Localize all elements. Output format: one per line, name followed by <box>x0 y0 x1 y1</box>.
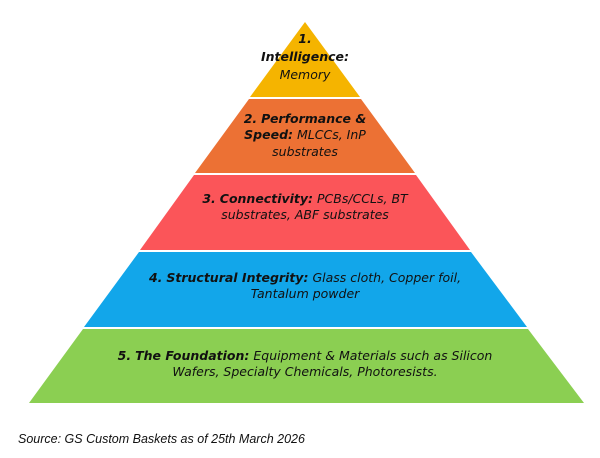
layer-4-shape <box>84 252 527 327</box>
layer-3-number: 3. <box>202 191 216 206</box>
layer-5-title: The Foundation: <box>135 348 250 363</box>
layer-4-title: Structural Integrity: <box>166 270 309 285</box>
layer-2-label: 2. Performance & Speed: MLCCs, InP subst… <box>232 111 378 160</box>
layer-5-label: 5. The Foundation: Equipment & Materials… <box>110 348 500 381</box>
layer-1-number: 1. <box>298 31 312 46</box>
layer-1-shape <box>250 22 360 97</box>
layer-4-number: 4. <box>148 270 163 285</box>
layer-5-number: 5. <box>117 348 132 363</box>
layer-1-label: 1. Intelligence: Memory <box>250 30 360 84</box>
layer-3-description: PCBs/CCLs, BT substrates, ABF substrates <box>221 191 408 223</box>
layer-2-description: MLCCs, InP substrates <box>272 127 366 159</box>
source-caption: Source: GS Custom Baskets as of 25th Mar… <box>18 432 305 446</box>
layer-5-shape <box>29 329 584 403</box>
layer-5-description: Equipment & Materials such as Silicon Wa… <box>172 348 493 380</box>
layer-2-number: 2. <box>243 111 258 126</box>
layer-4-label: 4. Structural Integrity: Glass cloth, Co… <box>130 270 480 303</box>
layer-3-label: 3. Connectivity: PCBs/CCLs, BT substrate… <box>170 191 440 224</box>
layer-3-title: Connectivity: <box>219 191 314 206</box>
layer-2-title: Performance & Speed: <box>244 111 367 143</box>
layer-1-title: Intelligence: <box>260 49 350 65</box>
layer-3-shape <box>140 175 470 250</box>
pyramid-diagram <box>29 22 584 403</box>
layer-2-shape <box>195 99 415 173</box>
layer-4-description: Glass cloth, Copper foil, Tantalum powde… <box>250 270 462 302</box>
layer-1-description: Memory <box>279 67 331 83</box>
